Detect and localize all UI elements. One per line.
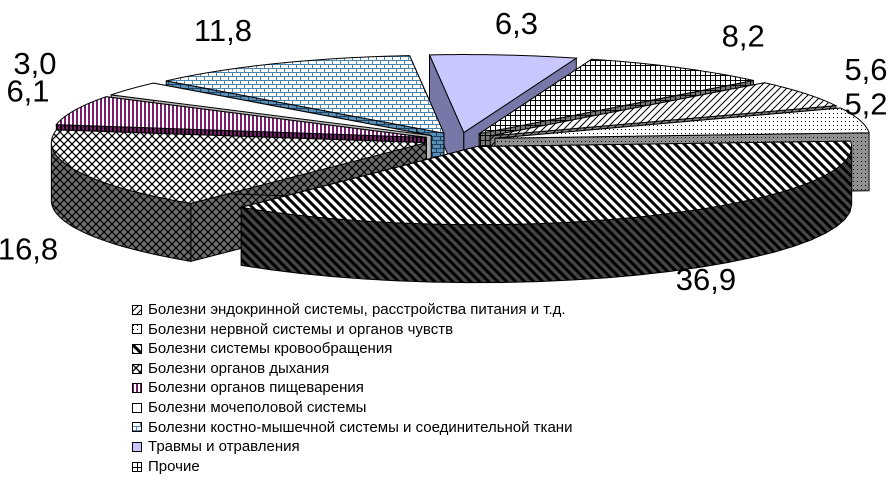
legend-swatch-6 (132, 422, 142, 433)
legend-label: Травмы и отравления (148, 438, 300, 456)
legend-item: Болезни костно-мышечной системы и соедин… (132, 418, 572, 438)
legend-swatch-1 (132, 324, 142, 335)
legend-swatch-2 (132, 343, 142, 354)
legend-swatch-pattern (132, 422, 142, 433)
legend-swatch-pattern (132, 304, 142, 315)
legend-label: Прочие (148, 457, 200, 475)
data-label-slice-0: 5,6 (844, 52, 887, 87)
legend-item: Болезни мочеполовой системы (132, 398, 572, 418)
legend-label: Болезни костно-мышечной системы и соедин… (148, 418, 573, 436)
data-label-slice-1: 5,2 (844, 86, 887, 121)
legend-swatch-3 (132, 363, 142, 374)
legend-swatch-pattern (132, 363, 142, 374)
legend-swatch-pattern (132, 441, 142, 452)
slice-2 (240, 140, 853, 284)
legend-label: Болезни органов пищеварения (148, 379, 364, 397)
legend-swatch-pattern (132, 343, 142, 354)
legend-item: Прочие (132, 457, 572, 477)
legend-label: Болезни нервной системы и органов чувств (148, 320, 454, 338)
legend-swatch-pattern (132, 402, 142, 413)
legend-item: Болезни органов пищеварения (132, 378, 572, 398)
legend-item: Болезни нервной системы и органов чувств (132, 320, 572, 340)
data-label-slice-3: 16,8 (0, 231, 58, 266)
legend-item: Болезни эндокринной системы, расстройств… (132, 300, 572, 320)
legend-swatch-4 (132, 383, 142, 394)
legend: Болезни эндокринной системы, расстройств… (132, 300, 572, 476)
legend-swatch-7 (132, 441, 142, 452)
legend-item: Болезни органов дыхания (132, 359, 572, 379)
data-label-slice-5: 3,0 (13, 46, 56, 81)
data-label-slice-7: 6,3 (495, 6, 538, 41)
legend-swatch-5 (132, 402, 142, 413)
legend-swatch-8 (132, 461, 142, 472)
legend-swatch-pattern (132, 324, 142, 335)
legend-label: Болезни мочеполовой системы (148, 398, 367, 416)
legend-item: Травмы и отравления (132, 437, 572, 457)
legend-label: Болезни эндокринной системы, расстройств… (148, 301, 566, 318)
legend-swatch-pattern (132, 461, 142, 472)
legend-swatch-pattern (132, 383, 142, 394)
pie-slices (50, 54, 870, 284)
data-label-slice-4: 6,1 (6, 73, 49, 108)
data-labels: 5,6 5,2 36,9 16,8 6,1 3,0 11,8 6,3 8,2 (0, 6, 888, 297)
data-label-slice-8: 8,2 (722, 19, 765, 54)
data-label-slice-2: 36,9 (676, 262, 736, 297)
legend-label: Болезни органов дыхания (148, 359, 330, 377)
data-label-slice-6: 11,8 (194, 13, 252, 48)
legend-swatch-0 (132, 304, 142, 315)
legend-label: Болезни системы кровообращения (148, 340, 393, 358)
legend-item: Болезни системы кровообращения (132, 339, 572, 359)
